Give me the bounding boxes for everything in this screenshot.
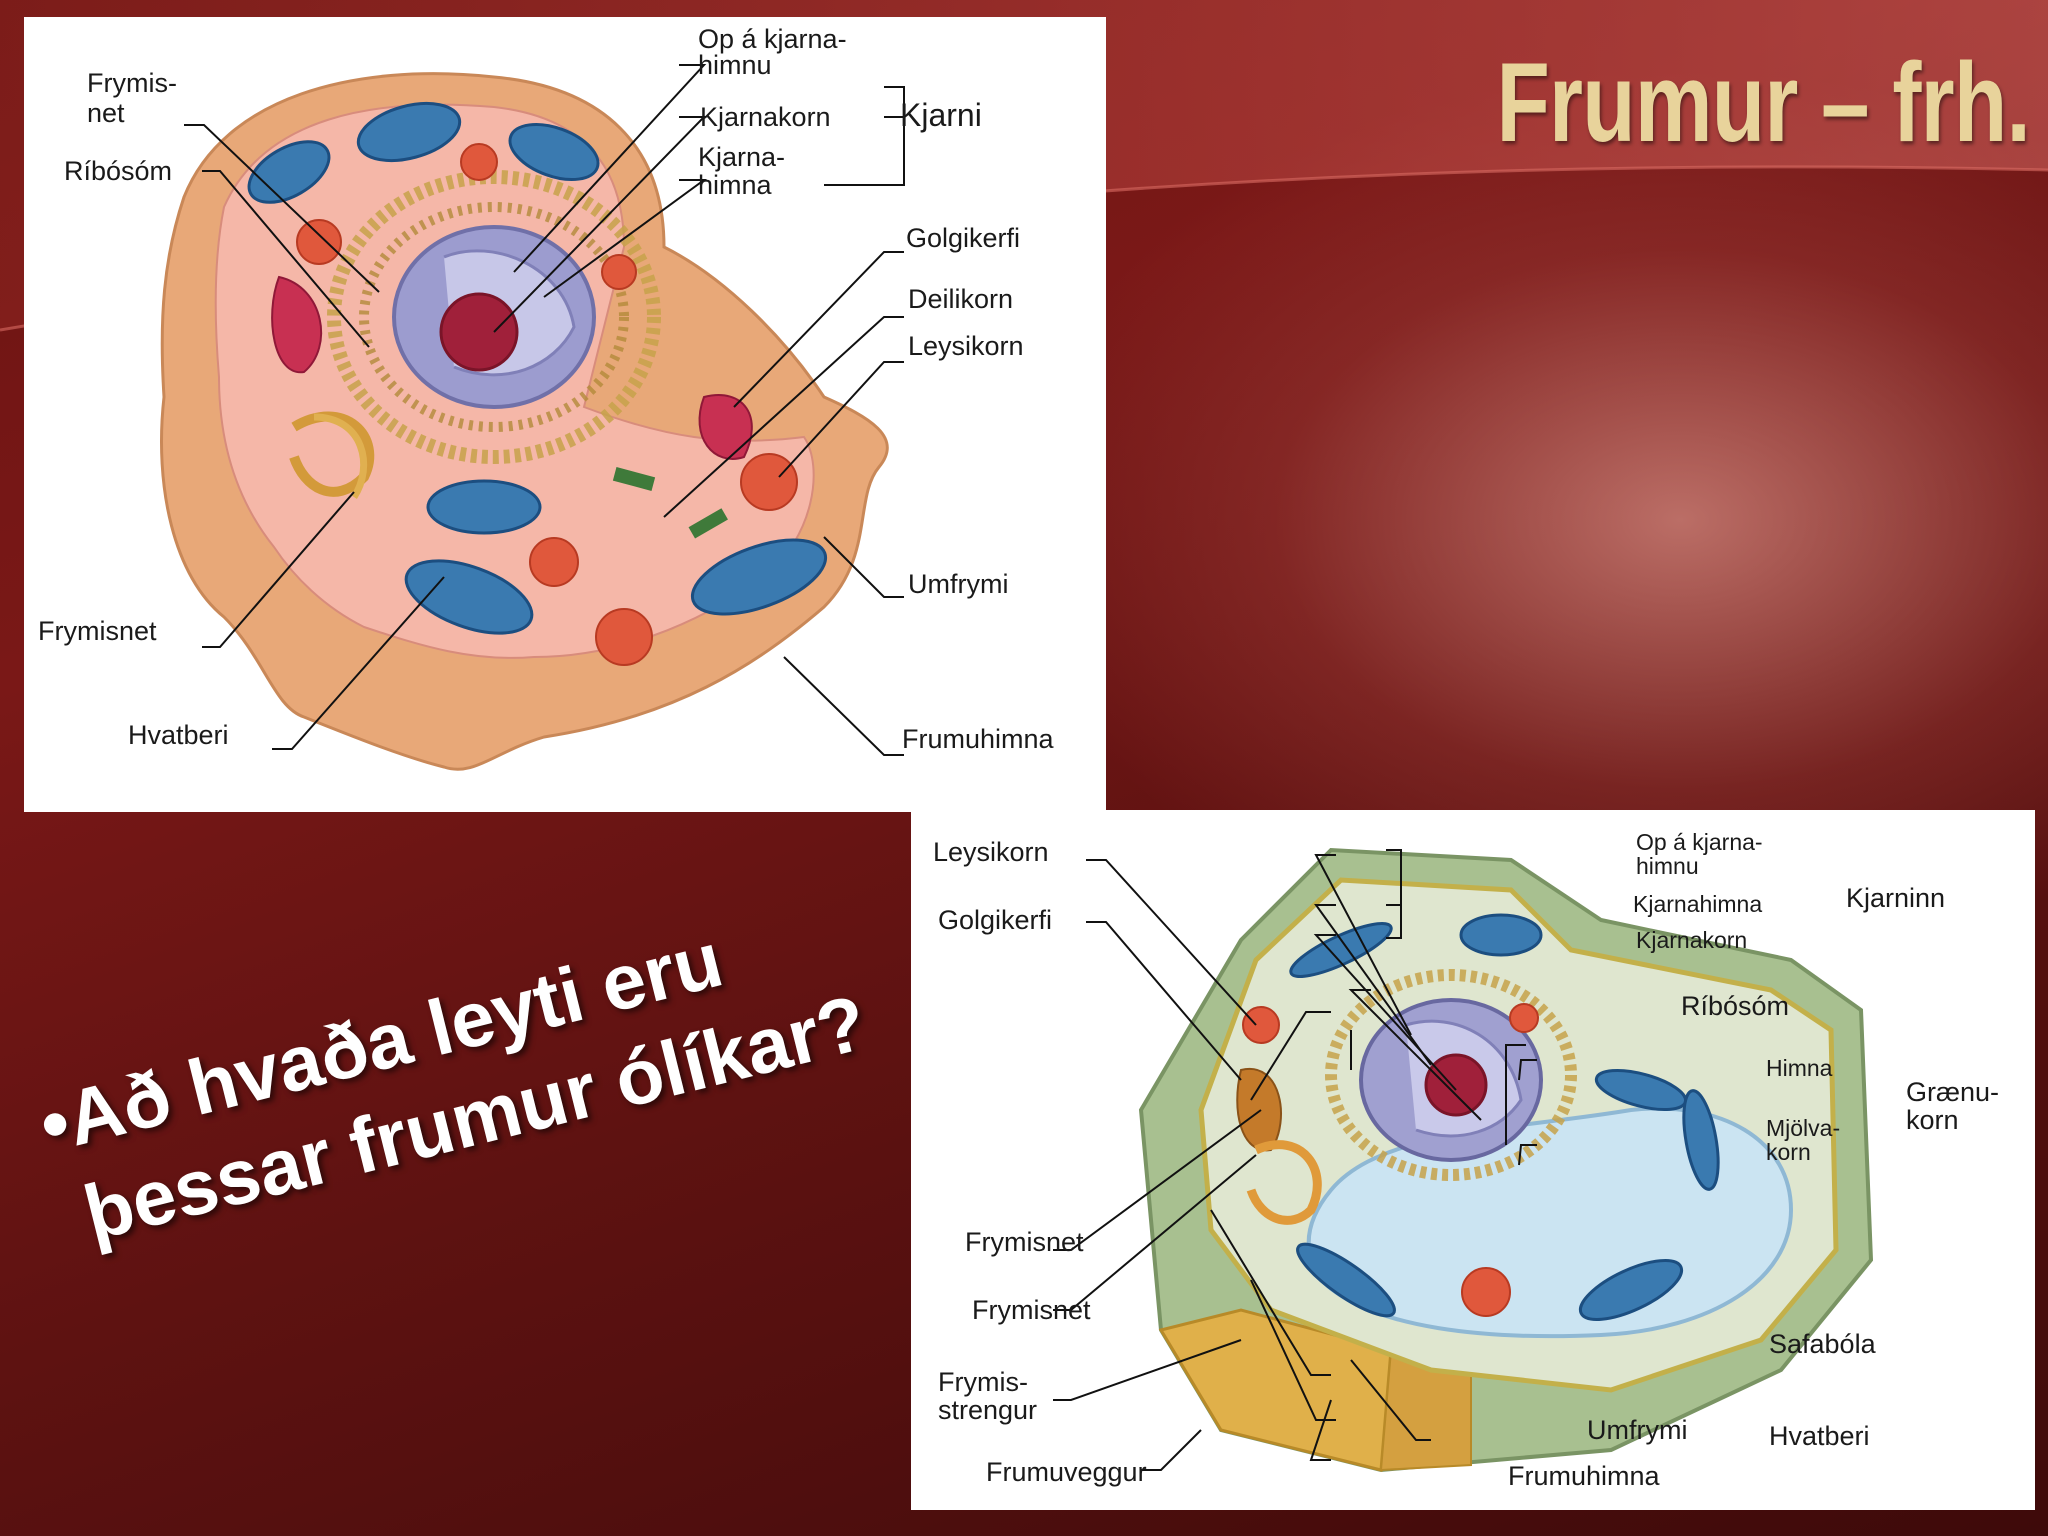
plant-golgi-shape xyxy=(1236,1067,1282,1152)
animal-cell-illustration xyxy=(160,64,905,771)
animal-cell-diagram: Frymis- net Ríbósóm Op á kjarna- himnu K… xyxy=(24,17,1106,812)
plant-label-frymisnet-1: Frymisnet xyxy=(965,1227,1084,1257)
plant-label-frymisstrengur-2: strengur xyxy=(938,1395,1038,1425)
plant-label-kjarninn: Kjarninn xyxy=(1846,883,1946,913)
label-op-1: Op á kjarna- xyxy=(698,24,847,54)
slide-title: Frumur – frh. xyxy=(1496,40,2031,165)
label-deilikorn: Deilikorn xyxy=(908,284,1014,314)
plant-label-hvatberi: Hvatberi xyxy=(1769,1421,1870,1451)
label-ribosom: Ríbósóm xyxy=(64,156,173,186)
label-frymisnet-top-2: net xyxy=(87,98,125,128)
plant-label-mjolvakorn-2: korn xyxy=(1766,1139,1811,1165)
plant-label-himna: Himna xyxy=(1766,1055,1833,1081)
plant-label-ribosom: Ríbósóm xyxy=(1681,991,1790,1021)
label-kjarni: Kjarni xyxy=(900,97,982,133)
label-kjarnahimna-2: himna xyxy=(698,170,772,200)
mitochondria-shapes xyxy=(247,102,828,635)
plant-label-mjolvakorn-1: Mjölva- xyxy=(1766,1115,1841,1141)
plant-label-frymisnet-2: Frymisnet xyxy=(972,1295,1091,1325)
centriole-shape xyxy=(612,467,656,491)
plant-label-frumuhimna: Frumuhimna xyxy=(1508,1461,1660,1491)
nucleolus-shape xyxy=(439,292,519,372)
plant-leader-lines xyxy=(1053,849,1537,1471)
label-frymisnet-top-1: Frymis- xyxy=(87,68,177,98)
golgi-shapes xyxy=(271,275,753,460)
label-frymisnet-bottom: Frymisnet xyxy=(38,616,157,646)
plant-label-graenukorn-2: korn xyxy=(1906,1105,1959,1135)
plant-label-op-2: himnu xyxy=(1636,853,1699,879)
lysosome-shapes xyxy=(296,143,798,666)
plant-label-frymisstrengur-1: Frymis- xyxy=(938,1367,1028,1397)
plant-label-kjarnahimna: Kjarnahimna xyxy=(1633,891,1763,917)
label-hvatberi: Hvatberi xyxy=(128,720,229,750)
plant-label-safabola: Safabóla xyxy=(1769,1329,1876,1359)
label-kjarnakorn: Kjarnakorn xyxy=(700,102,831,132)
plant-label-frumuveggur: Frumuveggur xyxy=(986,1457,1147,1487)
plant-label-umfrymi: Umfrymi xyxy=(1587,1415,1688,1445)
plant-label-kjarnakorn: Kjarnakorn xyxy=(1636,927,1748,953)
plant-nucleolus-shape xyxy=(1424,1053,1488,1117)
question-text: •Að hvaða leyti eru þessar frumur ólíkar… xyxy=(30,881,876,1267)
plant-label-golgikerfi: Golgikerfi xyxy=(938,905,1053,935)
label-golgikerfi: Golgikerfi xyxy=(906,223,1021,253)
label-kjarnahimna-1: Kjarna- xyxy=(698,142,786,172)
plant-cell-diagram: Leysikorn Golgikerfi Op á kjarna- himnu … xyxy=(911,810,2035,1510)
label-umfrymi: Umfrymi xyxy=(908,569,1009,599)
plant-lysosome-shapes xyxy=(1242,1003,1539,1317)
chloroplast-shapes xyxy=(1289,913,1720,1321)
label-frumuhimna: Frumuhimna xyxy=(902,724,1054,754)
plant-cell-illustration xyxy=(1053,847,1874,1473)
rough-er-shape xyxy=(327,170,661,464)
label-leysikorn: Leysikorn xyxy=(908,331,1024,361)
label-op-2: himnu xyxy=(698,50,772,80)
animal-leader-lines xyxy=(184,64,905,756)
plant-er-shape xyxy=(1246,1140,1322,1225)
plant-label-graenukorn-1: Grænu- xyxy=(1906,1077,2000,1107)
plant-label-op-1: Op á kjarna- xyxy=(1636,829,1763,855)
plant-label-leysikorn: Leysikorn xyxy=(933,837,1049,867)
